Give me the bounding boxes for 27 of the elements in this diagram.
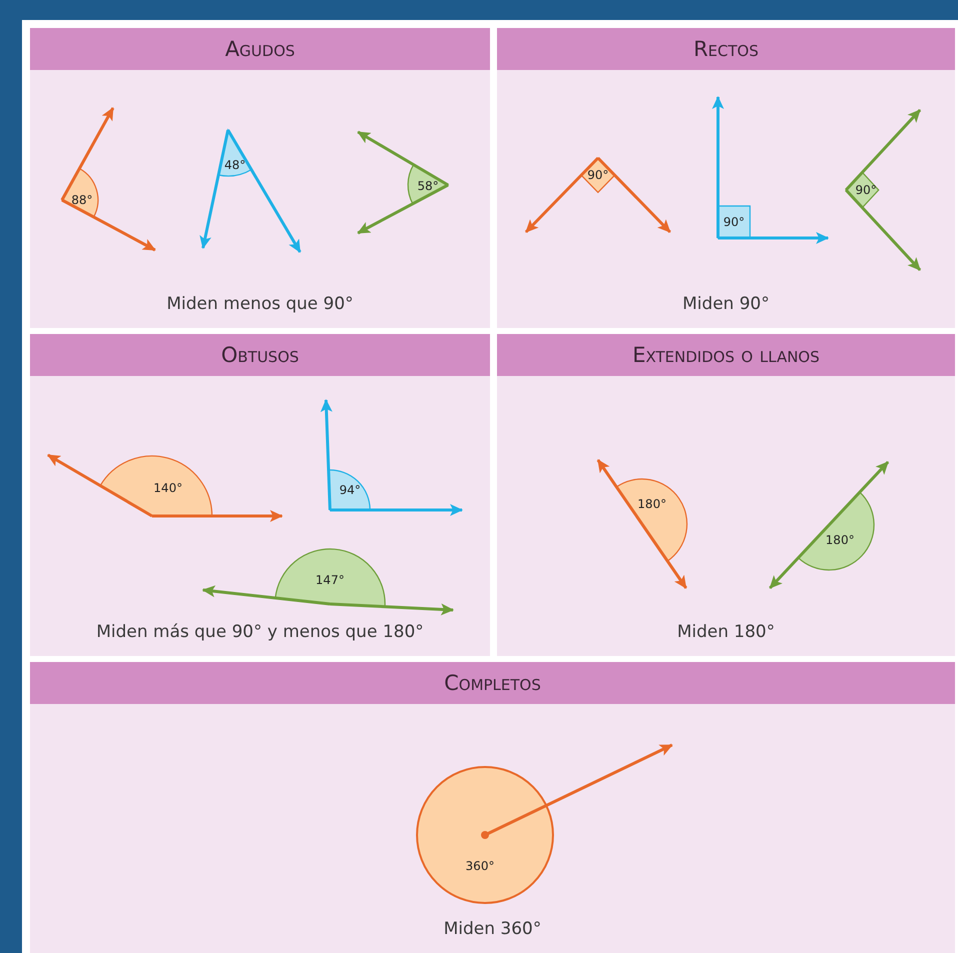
angle-label: 180° <box>826 533 854 547</box>
angle-label: 94° <box>339 483 361 497</box>
panel-heading: Agudos <box>30 28 490 70</box>
angle-label: 140° <box>154 481 182 495</box>
panel-heading: Completos <box>30 662 955 704</box>
category-panel <box>30 334 490 656</box>
angle-label: 48° <box>224 158 246 172</box>
category-panel <box>30 662 955 953</box>
angle-label: 88° <box>71 193 93 207</box>
caption-text: Miden 90° <box>682 294 770 314</box>
angle-label: 90° <box>855 183 877 197</box>
caption-text: Miden 180° <box>676 622 776 642</box>
angle-label: 147° <box>316 573 344 587</box>
category-panel <box>497 334 955 656</box>
panel-heading: Obtusos <box>30 334 490 376</box>
caption-text: Miden 360° <box>442 919 542 939</box>
category-panel <box>497 28 955 328</box>
angle-label: 180° <box>638 497 666 511</box>
angle-label: 58° <box>417 179 439 193</box>
panel-heading: Extendidos o llanos <box>497 334 955 376</box>
panel-heading: Rectos <box>497 28 955 70</box>
angle-label: 90° <box>587 168 609 182</box>
caption-text: Miden más que 90° y menos que 180° <box>95 622 425 642</box>
angle-label: 360° <box>466 859 494 873</box>
angle-label: 90° <box>723 215 745 229</box>
category-panel <box>30 28 490 328</box>
caption-text: Miden menos que 90° <box>166 294 354 314</box>
